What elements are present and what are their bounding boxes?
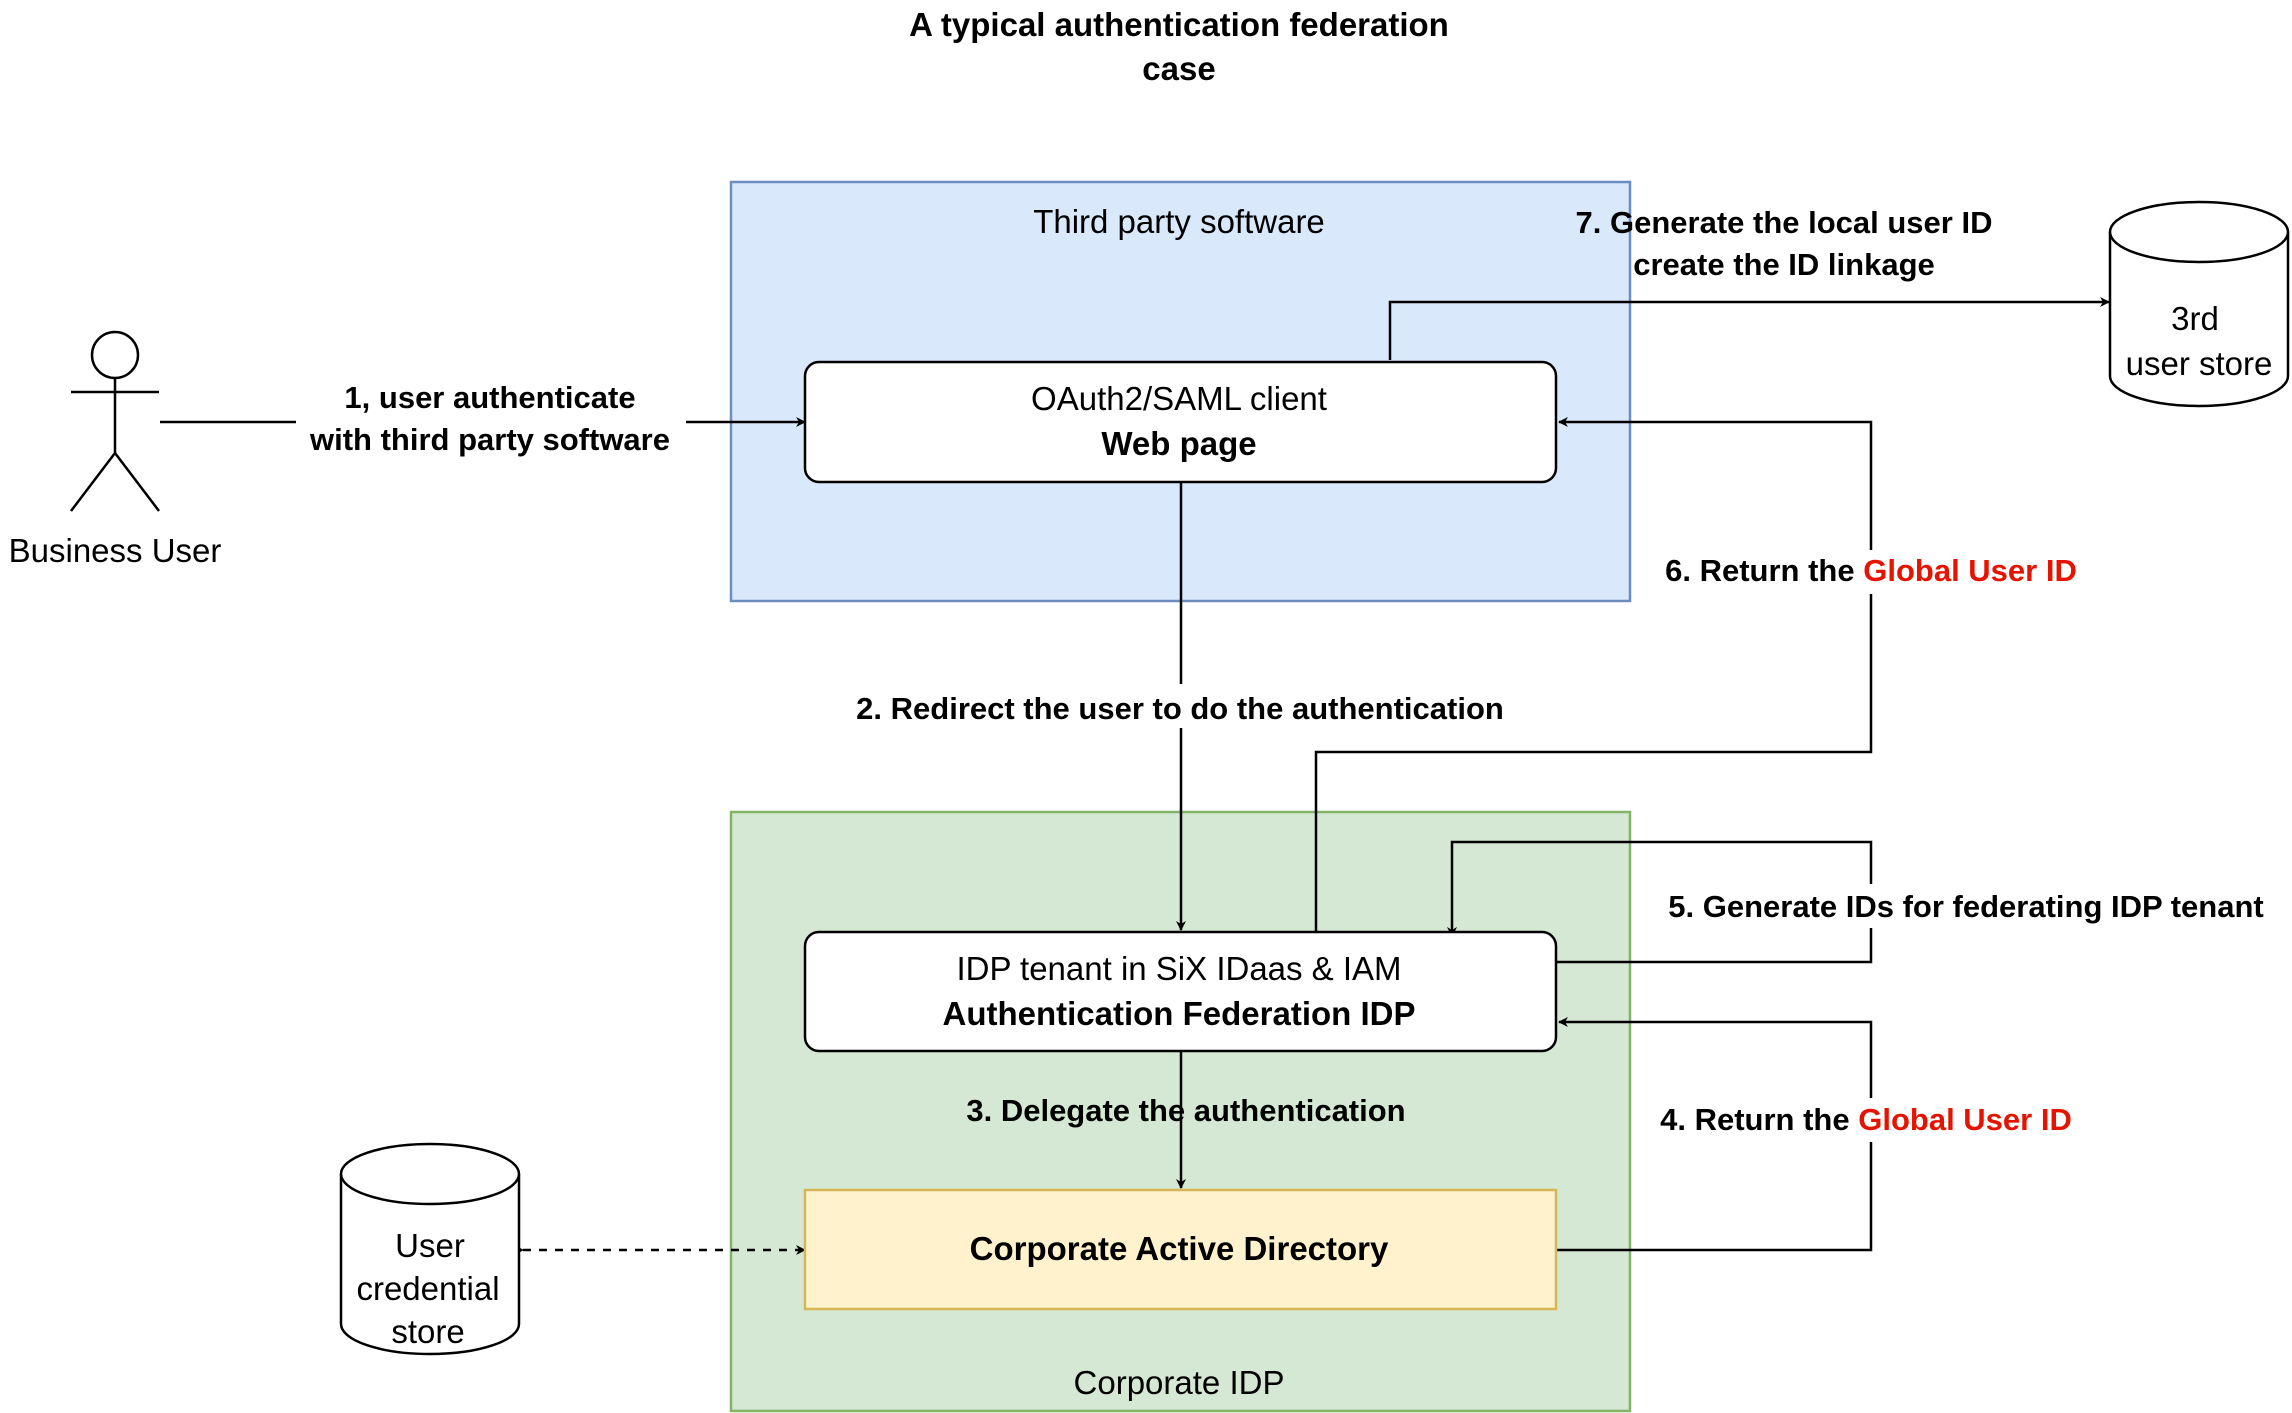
step6-label-text: 6. Return the Global User ID (1665, 553, 2077, 588)
diagram-title-line2: case (1142, 50, 1215, 87)
idp-tenant-node-line1: IDP tenant in SiX IDaas & IAM (956, 950, 1401, 987)
step4-label: 4. Return the Global User ID (1640, 1098, 2090, 1142)
step7-label-line2: create the ID linkage (1633, 247, 1935, 282)
step3-label-text: 3. Delegate the authentication (966, 1093, 1405, 1128)
web-page-node: OAuth2/SAML client Web page (803, 360, 1558, 484)
third-user-store-node: 3rd user store (2108, 200, 2290, 408)
third-user-store-line1: 3rd (2171, 300, 2219, 337)
person-icon (70, 330, 160, 512)
credential-store-line2: credential (356, 1270, 499, 1307)
edge-step6 (1314, 417, 1873, 936)
step3-label: 3. Delegate the authentication (966, 1093, 1405, 1128)
credential-store-node: User credential store (339, 1142, 521, 1356)
web-page-node-line2: Web page (1101, 425, 1256, 462)
step4-label-highlight: Global User ID (1858, 1102, 2072, 1137)
third-party-software-label: Third party software (1033, 203, 1325, 240)
active-directory-node: Corporate Active Directory (803, 1188, 1558, 1311)
database-icon (2108, 200, 2290, 408)
business-user-actor: Business User (9, 330, 222, 569)
step2-label-text: 2. Redirect the user to do the authentic… (856, 691, 1504, 726)
step6-label: 6. Return the Global User ID (1645, 550, 2095, 594)
step4-label-text: 4. Return the Global User ID (1660, 1102, 2072, 1137)
credential-store-line1: User (395, 1227, 465, 1264)
step5-label: 5. Generate IDs for federating IDP tenan… (1640, 884, 2290, 928)
step4-label-prefix: 4. Return the (1660, 1102, 1858, 1137)
edge-step7 (1388, 297, 2110, 360)
step5-label-text: 5. Generate IDs for federating IDP tenan… (1668, 889, 2263, 924)
step1-label-line1: 1, user authenticate (344, 380, 635, 415)
corporate-idp-label: Corporate IDP (1074, 1364, 1285, 1401)
edge-step5 (1447, 840, 1873, 964)
idp-tenant-node: IDP tenant in SiX IDaas & IAM Authentica… (803, 930, 1558, 1053)
step1-label: 1, user authenticate with third party so… (296, 372, 686, 464)
active-directory-label: Corporate Active Directory (970, 1230, 1389, 1267)
business-user-label: Business User (9, 532, 222, 569)
credential-store-line3: store (391, 1313, 464, 1350)
database-icon (339, 1142, 521, 1356)
step6-label-prefix: 6. Return the (1665, 553, 1863, 588)
third-user-store-line2: user store (2126, 345, 2273, 382)
step7-label: 7. Generate the local user ID create the… (1576, 205, 1993, 282)
step7-label-line1: 7. Generate the local user ID (1576, 205, 1993, 240)
web-page-node-line1: OAuth2/SAML client (1031, 380, 1327, 417)
step1-label-line2: with third party software (309, 422, 670, 457)
step6-label-highlight: Global User ID (1863, 553, 2077, 588)
step2-label: 2. Redirect the user to do the authentic… (830, 684, 1530, 728)
diagram-title-line1: A typical authentication federation (909, 6, 1449, 43)
idp-tenant-node-line2: Authentication Federation IDP (942, 995, 1415, 1032)
